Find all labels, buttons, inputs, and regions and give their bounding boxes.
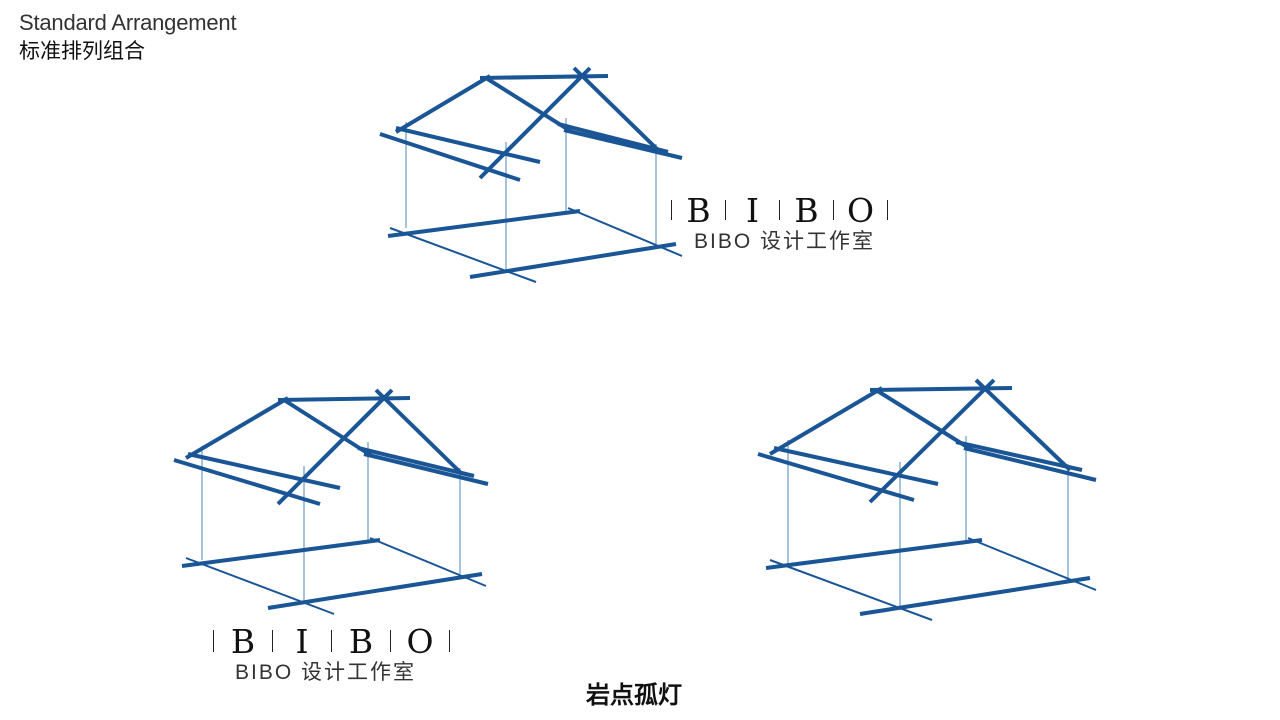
brand-letter: B [348,621,374,661]
divider-bar [779,200,780,220]
studio-name: BIBO 设计工作室 [235,661,417,684]
brand-letter: O [846,190,875,230]
brand-wordmark: B I B O BIBO 设计工作室 [671,193,888,252]
brand-letter: O [406,621,434,661]
divider-bar [833,200,834,220]
brand-letter: B [686,190,711,230]
brand-letter: I [295,621,309,661]
divider-bar [331,630,332,652]
divider-bar [213,630,214,652]
brand-letter: I [745,190,760,230]
heading-chinese: 标准排列组合 [19,39,145,63]
divider-bar [272,630,273,652]
house-logo-icon [757,378,1097,621]
divider-bar [725,200,726,220]
brand-letter: B [230,621,256,661]
author-credit: 岩点孤灯 [586,681,682,709]
house-logo-icon [379,66,683,283]
brand-letters: B I B O [671,193,888,227]
heading-english: Standard Arrangement [19,10,237,35]
brand-letter: B [794,190,819,230]
studio-name: BIBO 设计工作室 [694,230,876,253]
house-logo-icon [173,388,489,615]
divider-bar [887,200,888,220]
divider-bar [449,630,450,652]
brand-wordmark: B I B O BIBO 设计工作室 [213,624,450,683]
divider-bar [390,630,391,652]
divider-bar [671,200,672,220]
brand-letters: B I B O [213,624,450,658]
page-heading: Standard Arrangement 标准排列组合 [19,10,237,63]
